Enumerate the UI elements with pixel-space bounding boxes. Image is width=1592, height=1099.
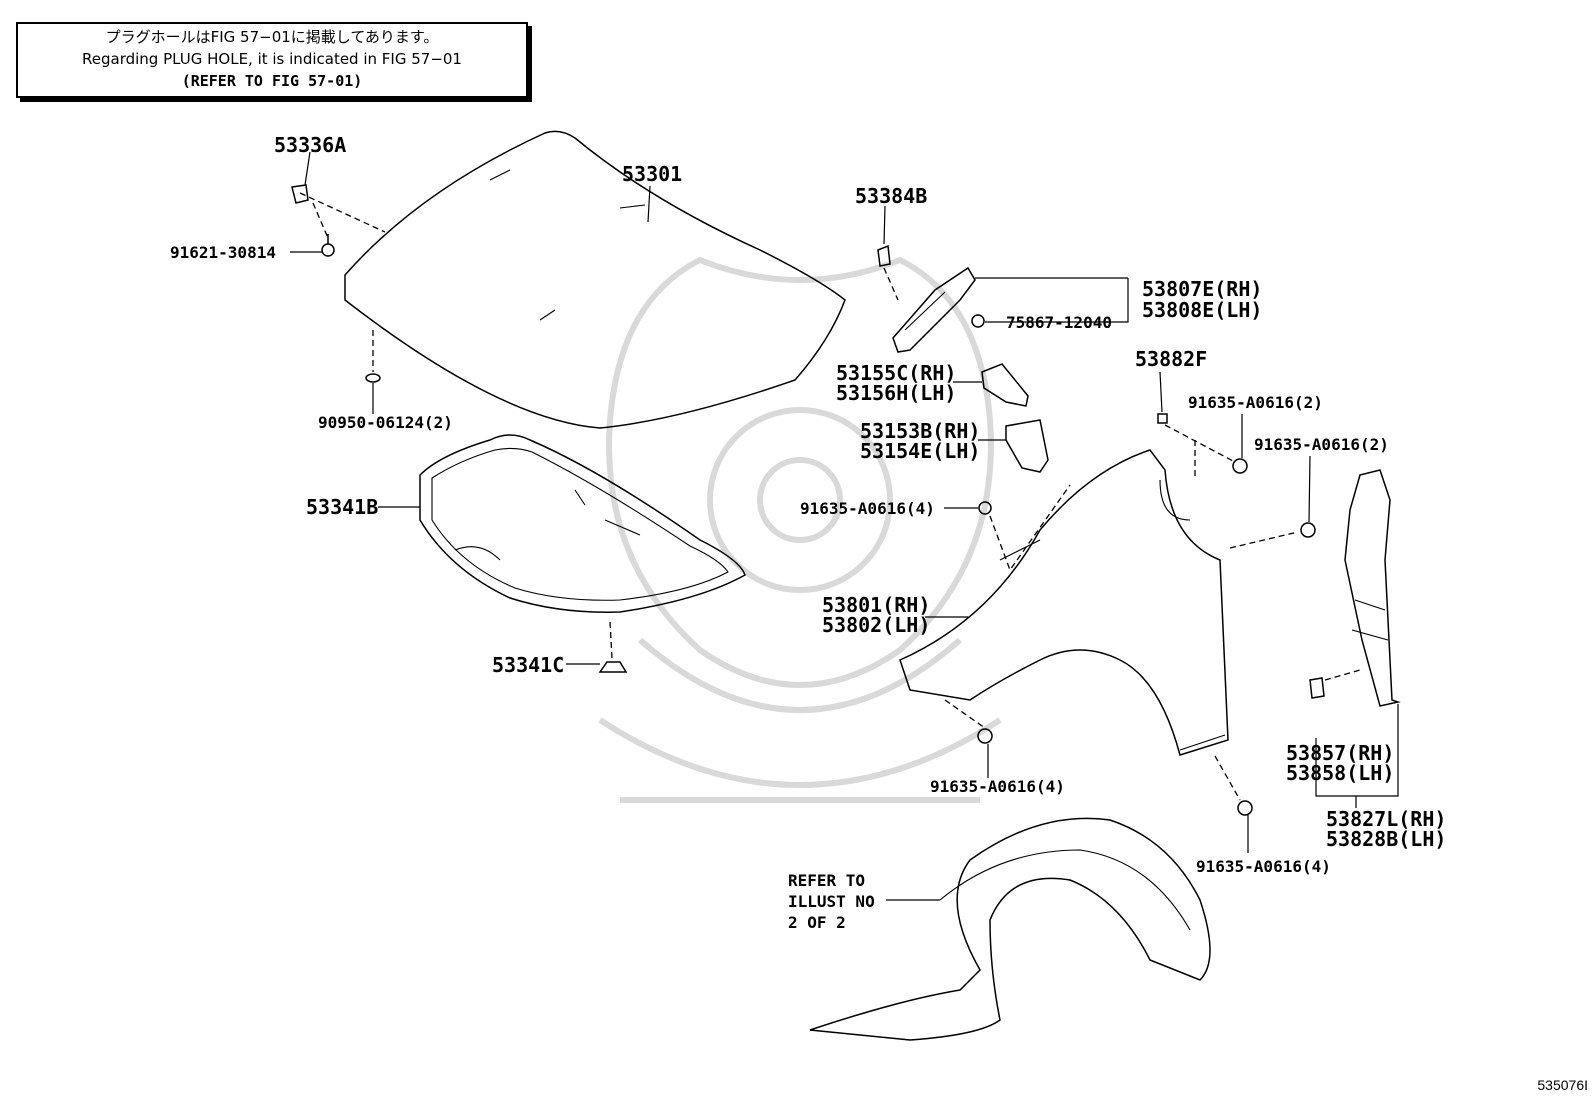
clip-53341C[interactable] <box>598 661 628 673</box>
clip-53882F[interactable] <box>1157 413 1168 424</box>
label-53828B[interactable]: 53828B(LH) <box>1326 827 1446 851</box>
label-91635-A0616-a[interactable]: 91635-A0616(2) <box>1188 393 1323 412</box>
seal-53155C[interactable] <box>981 363 1029 407</box>
label-53882F[interactable]: 53882F <box>1135 347 1207 371</box>
label-53156H[interactable]: 53156H(LH) <box>836 381 956 405</box>
cushion-53384B[interactable] <box>877 244 891 267</box>
label-53336A[interactable]: 53336A <box>274 133 346 157</box>
label-53857[interactable]: 53857(RH) <box>1286 741 1394 765</box>
hood-insulator[interactable] <box>419 434 746 613</box>
bolt-91635-right[interactable] <box>1300 522 1316 538</box>
label-53858[interactable]: 53858(LH) <box>1286 761 1394 785</box>
refer-note-line3: 2 OF 2 <box>788 913 846 932</box>
label-53802[interactable]: 53802(LH) <box>822 613 930 637</box>
label-91635-A0616-e[interactable]: 91635-A0616(4) <box>1196 857 1331 876</box>
label-53341B[interactable]: 53341B <box>306 495 378 519</box>
label-53801[interactable]: 53801(RH) <box>822 593 930 617</box>
fender-seal-53827L[interactable] <box>1344 469 1401 707</box>
grommet-90950[interactable] <box>365 373 381 383</box>
notice-line-english: Regarding PLUG HOLE, it is indicated in … <box>82 50 462 68</box>
bolt-91635-lower-right[interactable] <box>1237 800 1253 816</box>
plug-hole-notice: プラグホールはFIG 57−01に掲載してあります。 Regarding PLU… <box>16 22 528 98</box>
fender-bracket-53807E[interactable] <box>892 266 976 353</box>
bolt-91621[interactable] <box>321 234 335 257</box>
label-53827L[interactable]: 53827L(RH) <box>1326 807 1446 831</box>
bolt-91635-mid[interactable] <box>1232 458 1248 474</box>
label-53341C[interactable]: 53341C <box>492 653 564 677</box>
label-53155C[interactable]: 53155C(RH) <box>836 361 956 385</box>
notice-line-refer: (REFER TO FIG 57-01) <box>181 72 363 90</box>
front-fender-panel[interactable] <box>899 449 1229 756</box>
label-91635-A0616-c[interactable]: 91635-A0616(4) <box>800 499 935 518</box>
label-91635-A0616-b[interactable]: 91635-A0616(2) <box>1254 435 1389 454</box>
seal-53153B[interactable] <box>1005 419 1049 473</box>
part-labels: 53336A 53301 91621-30814 90950-06124(2) … <box>170 133 1446 932</box>
notice-line-japanese: プラグホールはFIG 57−01に掲載してあります。 <box>105 28 439 46</box>
label-90950-06124[interactable]: 90950-06124(2) <box>318 413 453 432</box>
illustration-number: 535076I <box>1537 1077 1588 1093</box>
refer-note-line1: REFER TO <box>788 871 865 890</box>
label-53154E[interactable]: 53154E(LH) <box>860 439 980 463</box>
hood-bumper-53336A[interactable] <box>291 184 309 204</box>
label-53808E[interactable]: 53808E(LH) <box>1142 298 1262 322</box>
watermark-emblem <box>598 256 1002 803</box>
clip-53857[interactable] <box>1309 677 1325 699</box>
leader-lines <box>290 151 1399 901</box>
hood-panel[interactable] <box>344 130 846 429</box>
label-53153B[interactable]: 53153B(RH) <box>860 419 980 443</box>
assembly-lines <box>299 192 1361 801</box>
label-91635-A0616-d[interactable]: 91635-A0616(4) <box>930 777 1065 796</box>
bolt-91635-upper[interactable] <box>978 501 992 515</box>
label-53807E[interactable]: 53807E(RH) <box>1142 277 1262 301</box>
fender-liner[interactable] <box>809 817 1211 1041</box>
label-53301[interactable]: 53301 <box>622 162 682 186</box>
label-91621-30814[interactable]: 91621-30814 <box>170 243 276 262</box>
bolt-91635-lower-left[interactable] <box>977 728 993 744</box>
clip-75867[interactable] <box>971 314 985 328</box>
label-75867-12040[interactable]: 75867-12040 <box>1006 313 1112 332</box>
label-53384B[interactable]: 53384B <box>855 184 927 208</box>
refer-note-line2: ILLUST NO <box>788 892 875 911</box>
